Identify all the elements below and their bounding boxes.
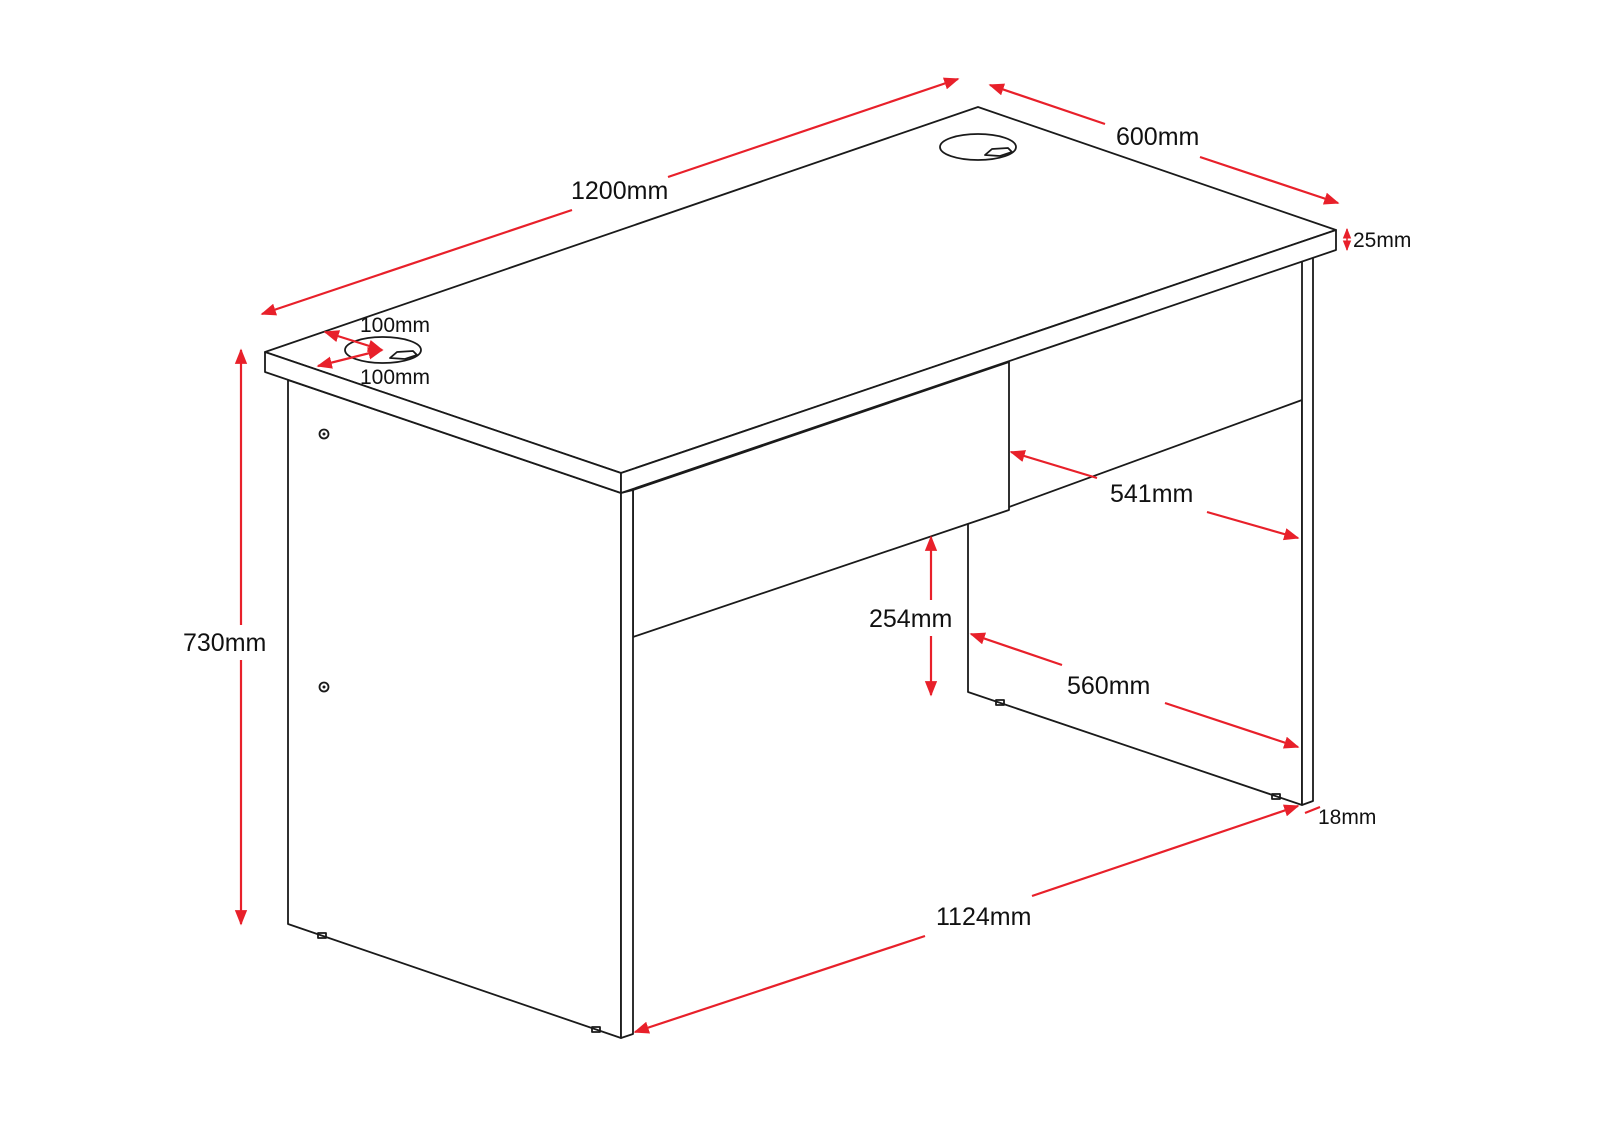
width-label: 1200mm bbox=[571, 177, 668, 205]
inner-width-label: 1124mm bbox=[936, 903, 1031, 931]
foot bbox=[591, 1026, 601, 1033]
foot bbox=[995, 699, 1005, 706]
top-thickness-label: 25mm bbox=[1353, 229, 1411, 252]
grommet-offset-side-label: 100mm bbox=[360, 366, 430, 389]
cam-fitting bbox=[318, 428, 330, 440]
grommet-offset-back-label: 100mm bbox=[360, 314, 430, 337]
dimension-lines bbox=[234, 77, 1352, 1034]
leg-depth-label: 560mm bbox=[1067, 672, 1150, 700]
modesty-height-label: 254mm bbox=[869, 605, 952, 633]
cam-fitting bbox=[318, 681, 330, 693]
cable-grommet-back bbox=[939, 133, 1017, 161]
height-label: 730mm bbox=[183, 629, 266, 657]
desk-top bbox=[264, 106, 1337, 494]
left-leg-panel bbox=[287, 379, 634, 1039]
depth-label: 600mm bbox=[1116, 123, 1199, 151]
inner-depth-label: 541mm bbox=[1110, 480, 1193, 508]
foot bbox=[1271, 793, 1281, 800]
foot bbox=[317, 932, 327, 939]
panel-thickness-label: 18mm bbox=[1318, 806, 1376, 829]
